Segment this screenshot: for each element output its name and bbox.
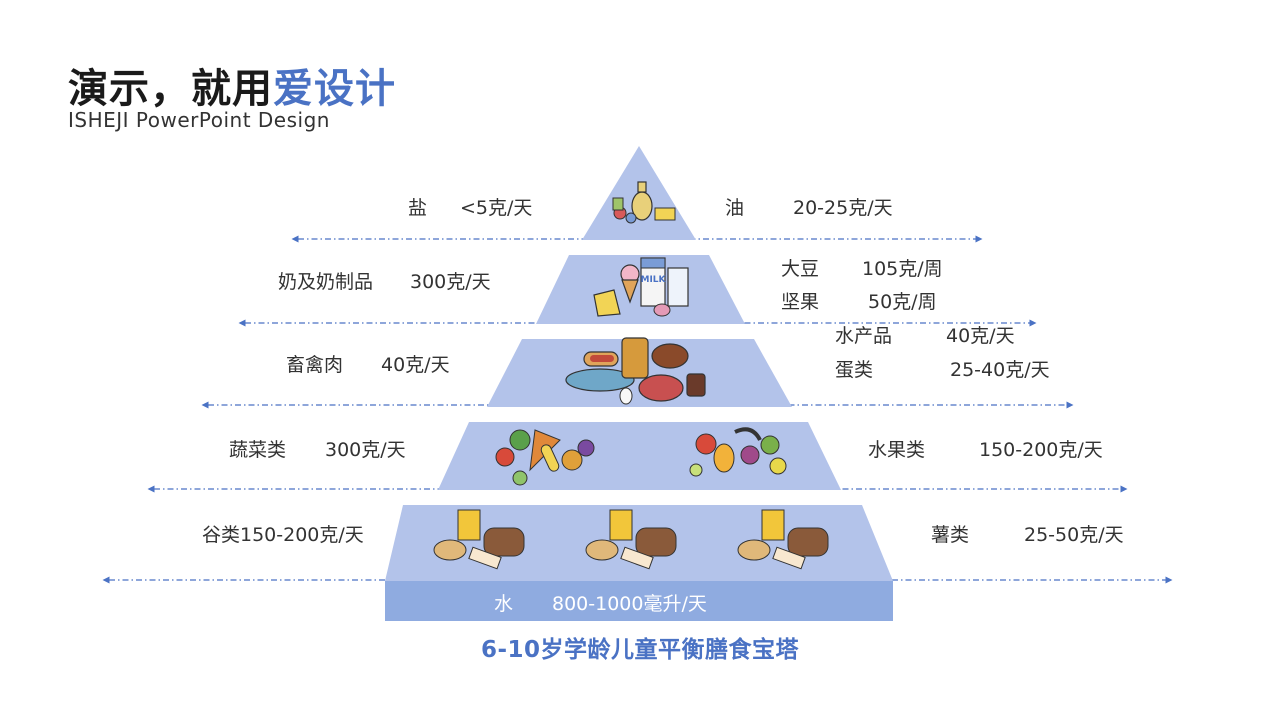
meat-name: 畜禽肉 (286, 354, 344, 376)
dairy-amount: 300克/天 (410, 271, 491, 293)
tubers-name: 薯类 (931, 524, 970, 546)
seafood-name: 水产品 (835, 325, 893, 347)
oil-amount: 20-25克/天 (793, 197, 893, 219)
vegetables-amount: 300克/天 (325, 439, 406, 461)
seafood-amount: 40克/天 (946, 325, 1015, 347)
nuts-name: 坚果 (781, 291, 820, 313)
soybean-name: 大豆 (781, 258, 820, 280)
pyramid-caption: 6-10岁学龄儿童平衡膳食宝塔 (480, 637, 800, 663)
grain-icon-2 (585, 509, 677, 570)
eggs-name: 蛋类 (835, 359, 874, 381)
meat-amount: 40克/天 (381, 354, 450, 376)
water-amount: 800-1000毫升/天 (552, 593, 707, 615)
vegetable-icon (495, 429, 595, 486)
oil-name: 油 (725, 197, 745, 219)
salt-name: 盐 (408, 197, 428, 219)
fruits-amount: 150-200克/天 (979, 439, 1103, 461)
dairy-name: 奶及奶制品 (278, 271, 374, 293)
vegetables-name: 蔬菜类 (229, 439, 287, 461)
title-accent: 爱设计 (273, 66, 396, 112)
soybean-amount: 105克/周 (862, 258, 943, 280)
milk-label: MILK (640, 275, 666, 285)
salt-amount: <5克/天 (460, 197, 533, 219)
water-name: 水 (494, 593, 514, 615)
grains-label: 谷类150-200克/天 (202, 524, 364, 546)
meat-fish-icon (565, 337, 706, 405)
nuts-amount: 50克/周 (868, 291, 937, 313)
dairy-icon: MILK (593, 257, 689, 317)
grain-icon-3 (737, 509, 829, 570)
water-base (385, 581, 893, 621)
fruit-icon (689, 427, 787, 477)
grain-icon-1 (433, 509, 525, 570)
page-title: 演示，就用爱设计 (68, 56, 396, 114)
tubers-amount: 25-50克/天 (1024, 524, 1124, 546)
oil-salt-icon (612, 181, 676, 224)
eggs-amount: 25-40克/天 (950, 359, 1050, 381)
title-main: 演示，就用 (68, 66, 273, 112)
fruits-name: 水果类 (868, 439, 926, 461)
page-subtitle: ISHEJI PowerPoint Design (68, 108, 330, 132)
